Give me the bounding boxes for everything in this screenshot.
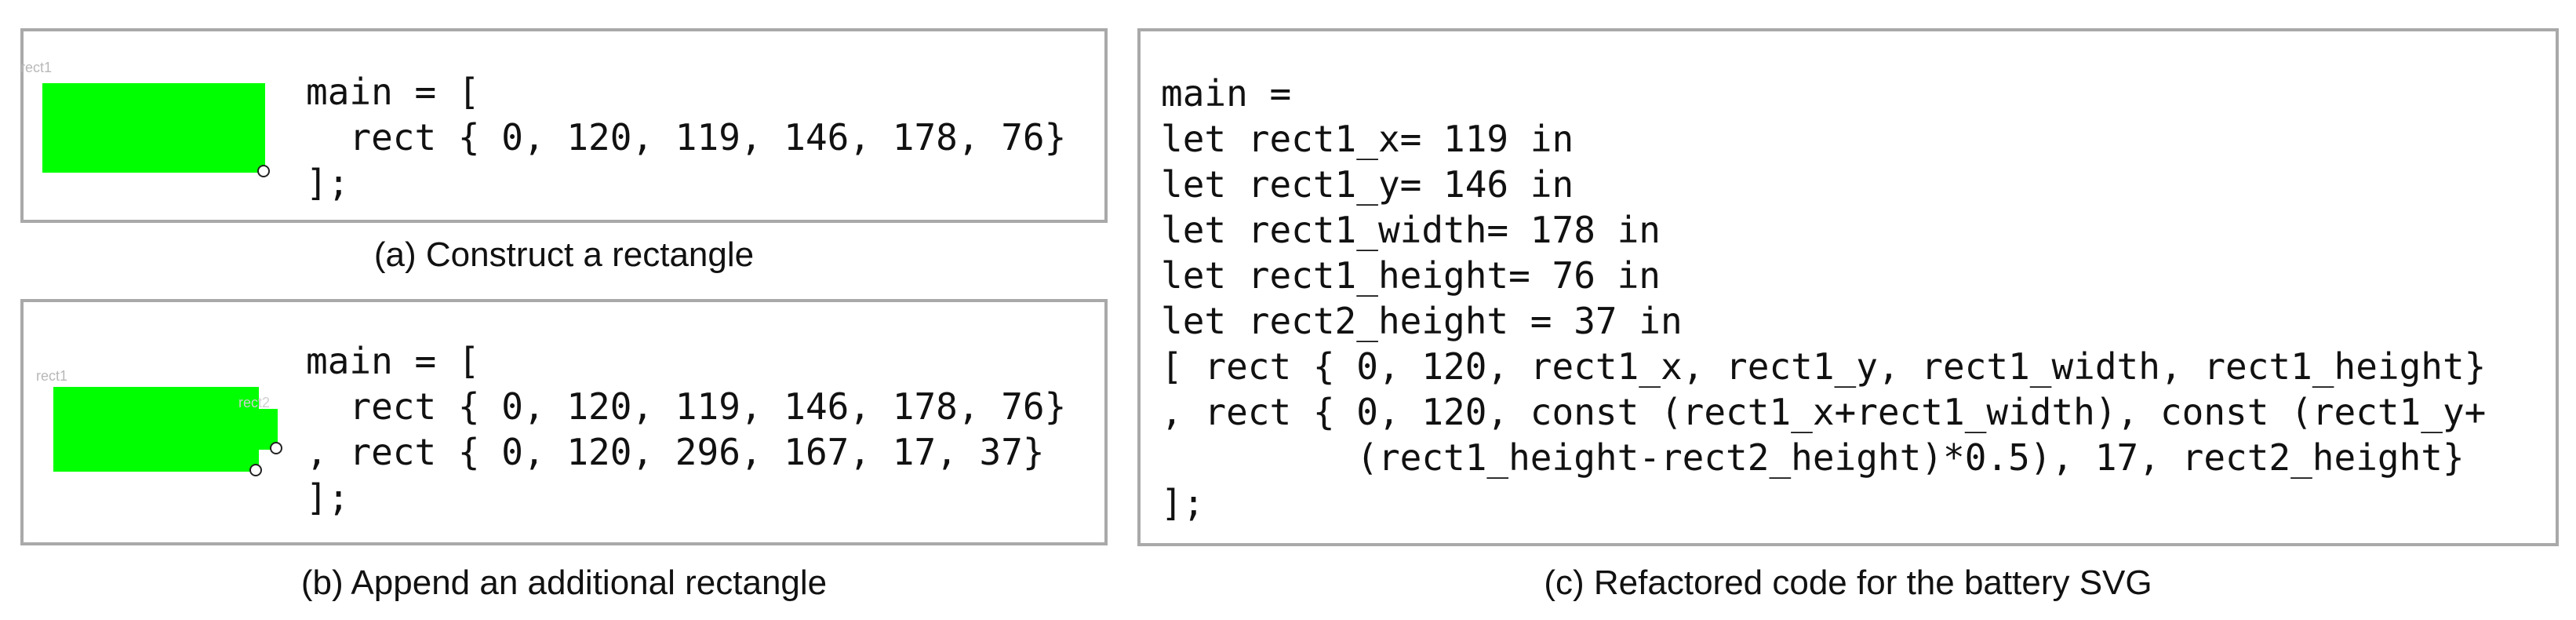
caption-a: (a) Construct a rectangle [373, 235, 755, 274]
rect2-resize-handle[interactable] [270, 442, 282, 454]
rect2-label: rect2 [238, 395, 271, 410]
code-editor-b[interactable]: main = [ rect { 0, 120, 119, 146, 178, 7… [306, 340, 1067, 519]
rect1-shape[interactable] [42, 83, 265, 173]
code-editor-a[interactable]: main = [ rect { 0, 120, 119, 146, 178, 7… [306, 71, 1067, 204]
panel-c: main = let rect1_x= 119 in let rect1_y= … [1137, 28, 2559, 546]
caption-c: (c) Refactored code for the battery SVG [1544, 563, 2152, 602]
rect1-shape[interactable] [53, 387, 259, 472]
resize-handle[interactable] [257, 165, 270, 177]
panel-a: rect1 main = [ rect { 0, 120, 119, 146, … [20, 28, 1108, 223]
panel-b: rect1 rect2 main = [ rect { 0, 120, 119,… [20, 299, 1108, 545]
rect1-resize-handle[interactable] [249, 464, 262, 476]
rect1-label: rect1 [36, 368, 68, 384]
code-editor-c[interactable]: main = let rect1_x= 119 in let rect1_y= … [1161, 72, 2487, 524]
caption-b: (b) Append an additional rectangle [300, 563, 828, 602]
rect1-label: rect1 [20, 60, 53, 75]
